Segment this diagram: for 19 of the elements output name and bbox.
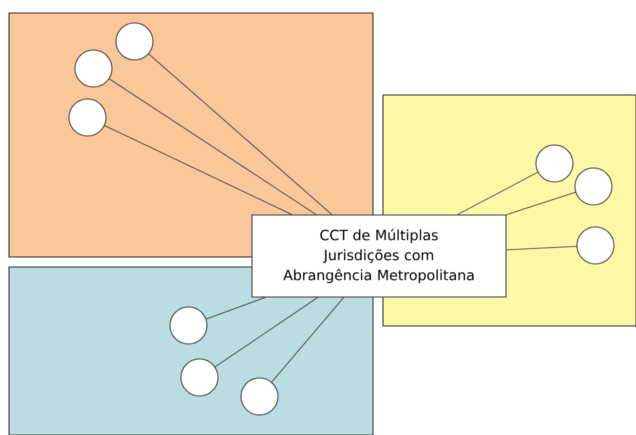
connector-line — [214, 297, 318, 368]
connector-line — [148, 54, 332, 215]
connector-line — [104, 125, 292, 215]
circle — [170, 306, 208, 344]
connector-line — [108, 78, 316, 215]
circle — [180, 358, 218, 396]
circle — [535, 144, 574, 182]
circle — [576, 226, 614, 264]
text-box: CCT de Múltiplas Jurisdições com Abrangência Metropolitana — [251, 214, 507, 298]
circle — [574, 167, 612, 206]
connector-line — [271, 297, 344, 382]
connector-line — [506, 192, 576, 216]
connector-line — [206, 297, 266, 320]
connector-line — [506, 246, 577, 250]
circle — [116, 22, 154, 60]
circle — [240, 377, 278, 416]
circle — [68, 98, 106, 136]
circle — [74, 50, 112, 88]
connector-line — [457, 172, 538, 215]
